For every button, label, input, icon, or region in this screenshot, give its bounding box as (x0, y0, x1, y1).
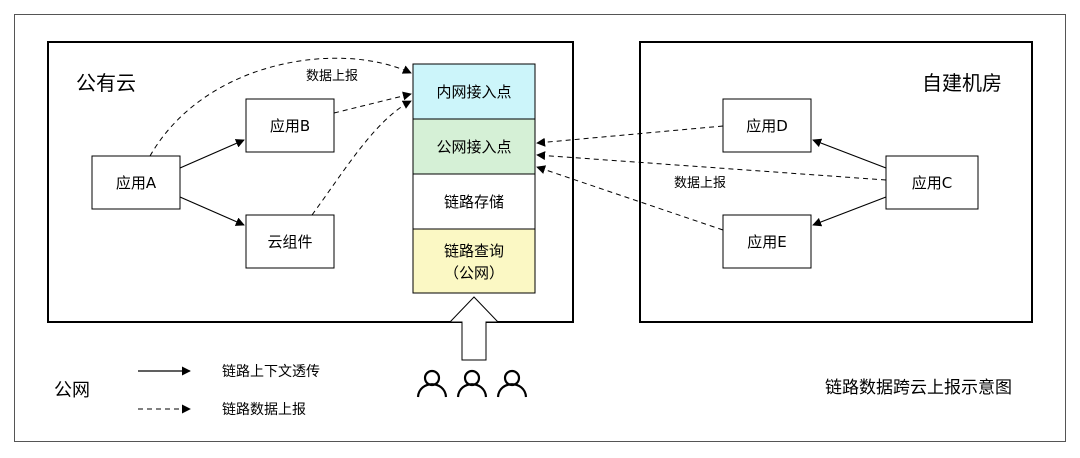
dashed-d-to-public (536, 125, 724, 147)
dashed-a-to-intranet (149, 57, 412, 157)
cloud-component-label: 云组件 (267, 233, 312, 251)
cloud-component-node (245, 214, 335, 269)
private-dc-title: 自建机房 (922, 71, 1002, 95)
trace-query (412, 228, 536, 294)
trace-storage-label: 链路存储 (444, 193, 504, 211)
app-e-label: 应用E (747, 233, 786, 251)
user-icon (496, 369, 528, 398)
user-icon (416, 369, 448, 398)
app-d-node (722, 98, 812, 153)
intranet-access-point (412, 63, 536, 120)
user-icon (456, 369, 488, 398)
arrow-a-to-b (179, 139, 245, 169)
dashed-b-to-intranet (333, 91, 412, 114)
report-label-right: 数据上报 (674, 176, 726, 191)
trace-storage (412, 173, 536, 230)
public-cloud-title: 公有云 (76, 71, 136, 95)
arrow-c-to-e (812, 196, 887, 227)
trace-query-label-line2: （公网） (444, 264, 504, 282)
app-d-label: 应用D (746, 117, 788, 135)
arrow-c-to-d (812, 138, 887, 169)
intranet-access-label: 内网接入点 (436, 83, 511, 101)
dashed-e-to-public (536, 165, 724, 231)
public-access-point (412, 118, 536, 175)
public-cloud-container (47, 41, 574, 323)
outer-frame (14, 14, 1066, 442)
public-access-label: 公网接入点 (436, 138, 511, 156)
app-b-node (245, 98, 335, 153)
arrow-a-to-cloud-component (179, 196, 245, 226)
dashed-cloud-component-to-intranet (311, 100, 412, 216)
app-e-node (722, 214, 812, 269)
legend-network-label: 公网 (54, 380, 90, 401)
dashed-c-to-public (536, 151, 887, 181)
app-b-label: 应用B (270, 117, 310, 135)
diagram-caption: 链路数据跨云上报示意图 (825, 378, 1012, 398)
legend-dashed-label: 链路数据上报 (222, 402, 306, 418)
app-a-label: 应用A (116, 174, 157, 192)
legend-solid-label: 链路上下文透传 (222, 364, 320, 380)
report-label-top: 数据上报 (306, 69, 358, 84)
app-c-node (885, 155, 979, 210)
app-a-node (91, 155, 181, 210)
private-dc-container (639, 41, 1033, 323)
app-c-label: 应用C (912, 174, 952, 192)
trace-query-label-line1: 链路查询 (444, 242, 504, 260)
user-access-arrow (448, 296, 500, 361)
